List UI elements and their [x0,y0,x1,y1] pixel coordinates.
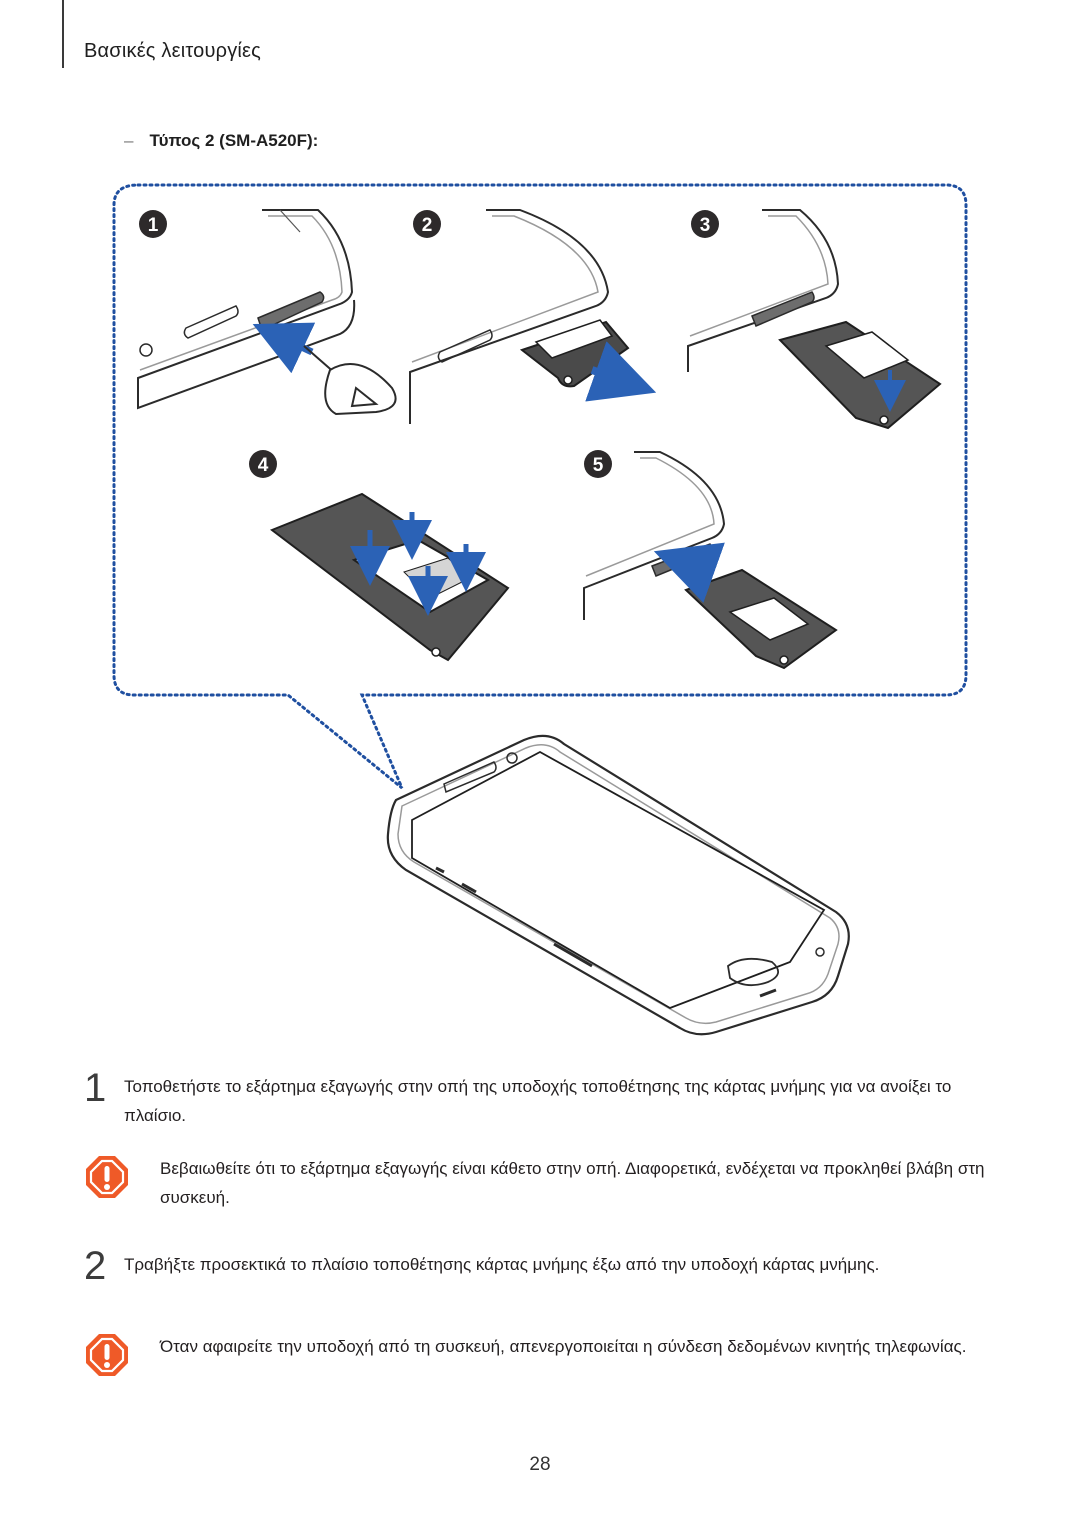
panel-pull-tray [409,209,657,424]
step-text: Τραβήξτε προσεκτικά το πλαίσιο τοποθέτησ… [124,1255,880,1274]
step-marker-4 [249,450,277,478]
step-marker-3-label: 3 [700,215,711,236]
step-text: Τοποθετήστε το εξάρτημα εξαγωγής στην οπ… [124,1077,952,1125]
caution-icon [86,1156,128,1198]
step-marker-2 [413,210,441,238]
section-title: Βασικές λειτουργίες [84,40,262,62]
caution-text: Όταν αφαιρείτε την υποδοχή από τη συσκευ… [160,1337,967,1356]
step-marker-1 [139,210,167,238]
phone-overview [386,734,850,1036]
callout-bubble [112,183,968,790]
step-number: 2 [84,1244,107,1288]
panel-insert-pin [137,209,397,416]
panel-place-card [687,209,942,430]
model-type-line: –Τύπος 2 (SM-A520F): [124,131,318,151]
panel-press-card [269,492,510,662]
model-type-label: Τύπος 2 (SM-A520F): [149,131,319,150]
header-rule [62,0,64,68]
page-number: 28 [529,1454,551,1475]
panel-insert-tray [583,451,838,670]
caution-text: Βεβαιωθείτε ότι το εξάρτημα εξαγωγής είν… [160,1159,985,1207]
step-marker-2-label: 2 [422,215,433,236]
sim-tray-illustration: 1 2 3 4 [112,183,968,1036]
list-dash: – [124,131,134,150]
step-marker-5 [584,450,612,478]
step-marker-4-label: 4 [258,455,269,476]
step-marker-1-label: 1 [148,215,159,236]
step-number: 1 [84,1066,107,1110]
step-marker-5-label: 5 [593,455,604,476]
step-marker-3 [691,210,719,238]
caution-icon [86,1334,128,1376]
